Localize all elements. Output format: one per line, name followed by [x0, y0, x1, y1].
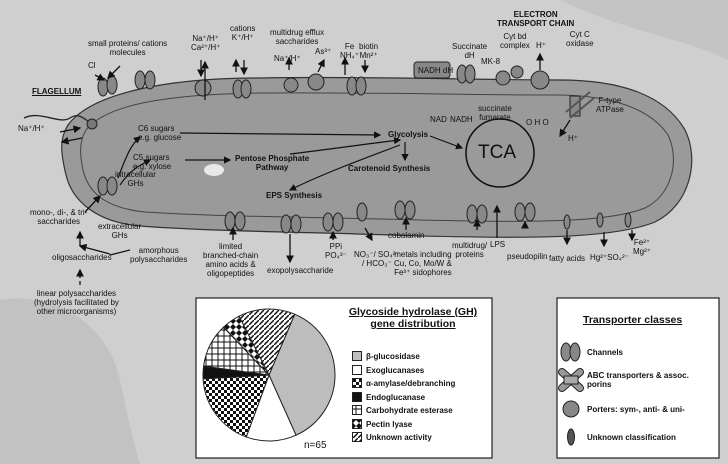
label-cations: cations K⁺/H⁺ — [230, 24, 256, 42]
label-mk8: MK-8 — [481, 57, 501, 66]
label-ppi-po4: PPi PO₄³⁻ — [325, 242, 347, 260]
pie-slice-gray — [268, 313, 336, 436]
transporter-panel-title: Transporter classes — [583, 314, 683, 326]
label-glycolysis: Glycolysis — [388, 130, 429, 139]
top-transporters — [97, 61, 550, 99]
label-fe-mg: Fe²⁺ Mg²⁺ — [633, 238, 651, 256]
label-nadh: NADH — [450, 115, 473, 124]
legend-label: Unknown activity — [366, 433, 432, 442]
label-flagellum: FLAGELLUM — [32, 87, 82, 96]
top-flux-arrows — [59, 52, 571, 145]
legend-label: Pectin lyase — [366, 419, 413, 429]
label-cyt-bd: Cyt bd complex — [500, 32, 530, 50]
pie-slice-diag — [238, 308, 296, 377]
label-hg-so4: Hg²⁺SO₄²⁻ — [590, 253, 629, 262]
label-tca: TCA — [478, 142, 516, 163]
label-linear-poly: linear polysaccharides (hydrolysis facil… — [34, 289, 119, 316]
label-succinate-fumarate: succinate fumarate — [478, 104, 512, 122]
label-c6-sugars: C6 sugars e.g. glucose — [138, 124, 182, 142]
vacuole — [204, 164, 224, 176]
label-c5-sugars: C5 sugars e.g. xylose — [133, 153, 172, 171]
legend-label: Carbohydrate esterase — [366, 406, 453, 415]
label-small-proteins: small proteins/ cations molecules — [88, 39, 168, 57]
label-carotenoid: Carotenoid Synthesis — [348, 164, 431, 173]
channel-icon — [560, 342, 581, 362]
label-limited-branched: limited branched-chain amino acids & oli… — [203, 242, 259, 278]
label-biotin-mn: biotin Mn²⁺ — [359, 42, 379, 60]
legend-swatch-grid — [352, 405, 362, 415]
legend-label: Endoglucanase — [366, 392, 426, 402]
label-h-plus: H⁺ — [536, 41, 546, 50]
label-electron-chain: ELECTRON TRANSPORT CHAIN — [497, 10, 575, 28]
unknown-transporter-icon — [567, 428, 575, 446]
bottom-transporters — [97, 176, 632, 234]
legend-label: α-amylase/debranching — [366, 379, 456, 388]
pie-slice-checker — [202, 374, 270, 438]
label-metals: metals including Cu, Co, Mo/W & Fe³⁺ sid… — [394, 250, 452, 277]
legend-swatch-black — [352, 391, 362, 402]
label-pentose: Pentose Phosphate Pathway — [235, 154, 310, 172]
label-fatty-acids: fatty acids — [549, 254, 586, 263]
bottom-flux-arrows — [76, 195, 636, 285]
inner-membrane — [80, 92, 674, 222]
label-oligosaccharides: oligosaccharides — [52, 253, 112, 262]
abc-transporter-icon — [558, 368, 584, 392]
label-h-plus-2: H⁺ — [568, 134, 578, 143]
label-intracellular-ghs: intracellular GHs — [115, 170, 156, 188]
bacterial-cell — [61, 76, 693, 238]
label-lps: LPS — [490, 240, 506, 249]
legend-label: Exoglucanases — [366, 365, 425, 375]
label-pseudopilin: pseudopilin — [507, 252, 548, 261]
label-o-h2o: O H O — [526, 118, 549, 127]
label-eps-synthesis: EPS Synthesis — [266, 191, 323, 200]
background-cell-shadow — [0, 298, 140, 464]
legend-swatch-gray — [352, 351, 362, 361]
transporter-label-porters: Porters: sym-, anti- & uni- — [587, 405, 685, 414]
transporter-label-channels: Channels — [587, 348, 624, 357]
label-f-type: F-type ATPase — [596, 96, 624, 114]
label-amorphous: amorphous polysaccharides — [130, 246, 188, 264]
label-extracellular-ghs: extracellular GHs — [98, 222, 142, 240]
legend-swatch-diamond — [352, 418, 362, 429]
gh-n-label: n=65 — [304, 440, 327, 451]
label-as: As³⁺ — [315, 47, 332, 56]
label-multidrug-proteins: multidrug/ proteins — [452, 241, 488, 259]
label-nadh-dh: NADH dH — [418, 66, 454, 75]
porter-icon — [562, 400, 580, 418]
transporter-label-unknown: Unknown classification — [587, 433, 676, 442]
flagellum-motor — [86, 118, 98, 130]
label-na-ca: Na⁺/H⁺ Ca²⁺/H⁺ — [191, 34, 221, 52]
legend-swatch-checker — [352, 378, 362, 388]
atpase — [565, 91, 595, 119]
legend-label: β-glucosidase — [366, 352, 420, 361]
transporter-panel-frame — [556, 297, 720, 459]
label-na-h-mid: Na⁺/H⁺ — [274, 54, 301, 63]
tca-cycle — [465, 118, 535, 188]
label-nad: NAD — [430, 115, 447, 124]
legend-swatch-diag — [352, 432, 362, 442]
gh-panel-title: Glycoside hydrolase (GH) gene distributi… — [348, 306, 478, 330]
label-exopolysaccharide: exopolysaccharide — [267, 266, 334, 275]
transporter-label-abc: ABC transporters & assoc. porins — [587, 371, 689, 389]
label-succinate-dh: Succinate dH — [452, 42, 488, 60]
label-na-h-left: Na⁺/H⁺ — [18, 124, 45, 133]
label-fe-nh4: Fe NH₄⁺ — [340, 42, 360, 60]
label-cl: Cl — [88, 61, 96, 70]
gh-pie-chart — [202, 308, 336, 442]
label-no3-so4: NO₃⁻/ SO₄²⁻ / HCO₃⁻ — [354, 250, 400, 268]
label-cobalamin: cobalamin — [388, 231, 425, 240]
label-multidrug-efflux: multidrug efflux saccharides — [270, 28, 325, 46]
background-cell-shadow — [560, 0, 728, 60]
legend-swatch-white — [352, 364, 362, 375]
label-cyt-c: Cyt C oxidase — [566, 30, 594, 48]
label-mono-di-tri: mono-, di-, & tri- saccharides — [30, 208, 88, 226]
